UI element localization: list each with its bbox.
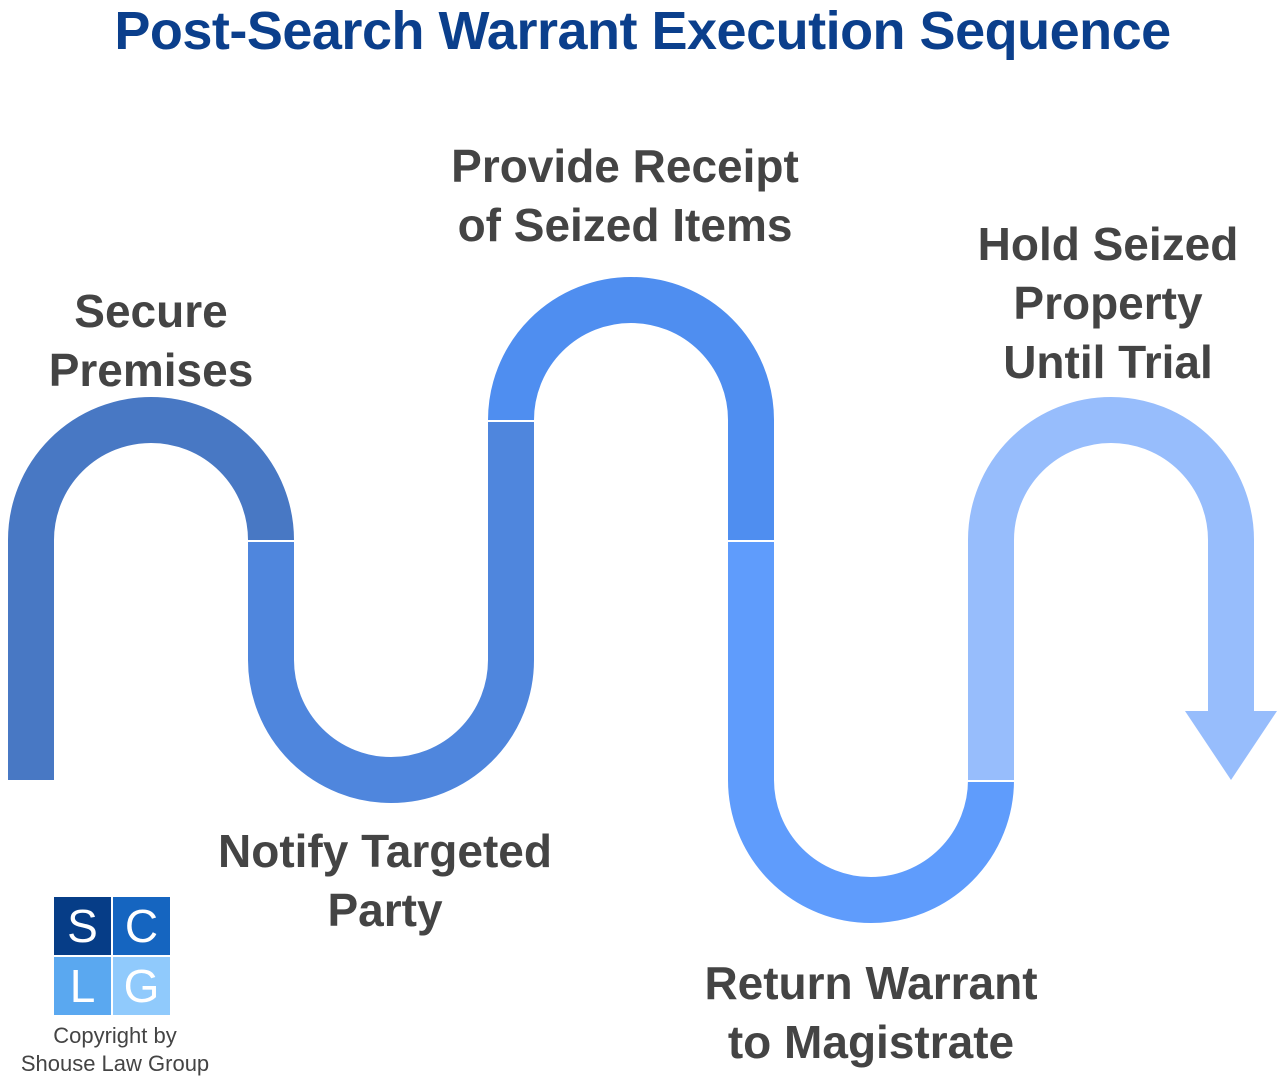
step-label-secure-premises: Secure Premises	[48, 285, 254, 396]
logo-letter-s: S	[54, 897, 111, 955]
step-label-return-warrant: Return Warrant to Magistrate	[704, 957, 1038, 1068]
logo-letter-l: L	[54, 957, 111, 1015]
step-label-provide-receipt: Provide Receipt of Seized Items	[451, 140, 799, 251]
copyright-text: Copyright by Shouse Law Group	[20, 1023, 210, 1076]
step-label-notify-targeted-party: Notify Targeted Party	[218, 825, 552, 936]
sclg-logo: S C L G	[54, 897, 170, 1021]
segment-2	[248, 420, 534, 803]
segment-4	[728, 540, 1014, 923]
arrowhead-icon	[1185, 711, 1277, 780]
logo-letter-c: C	[113, 897, 170, 955]
segment-5	[968, 397, 1254, 780]
page-title: Post-Search Warrant Execution Sequence	[114, 1, 1171, 61]
segment-3	[488, 277, 774, 540]
step-label-hold-property: Hold Seized Property Until Trial	[977, 218, 1239, 388]
segment-1	[7, 397, 294, 780]
logo-letter-g: G	[113, 957, 170, 1015]
